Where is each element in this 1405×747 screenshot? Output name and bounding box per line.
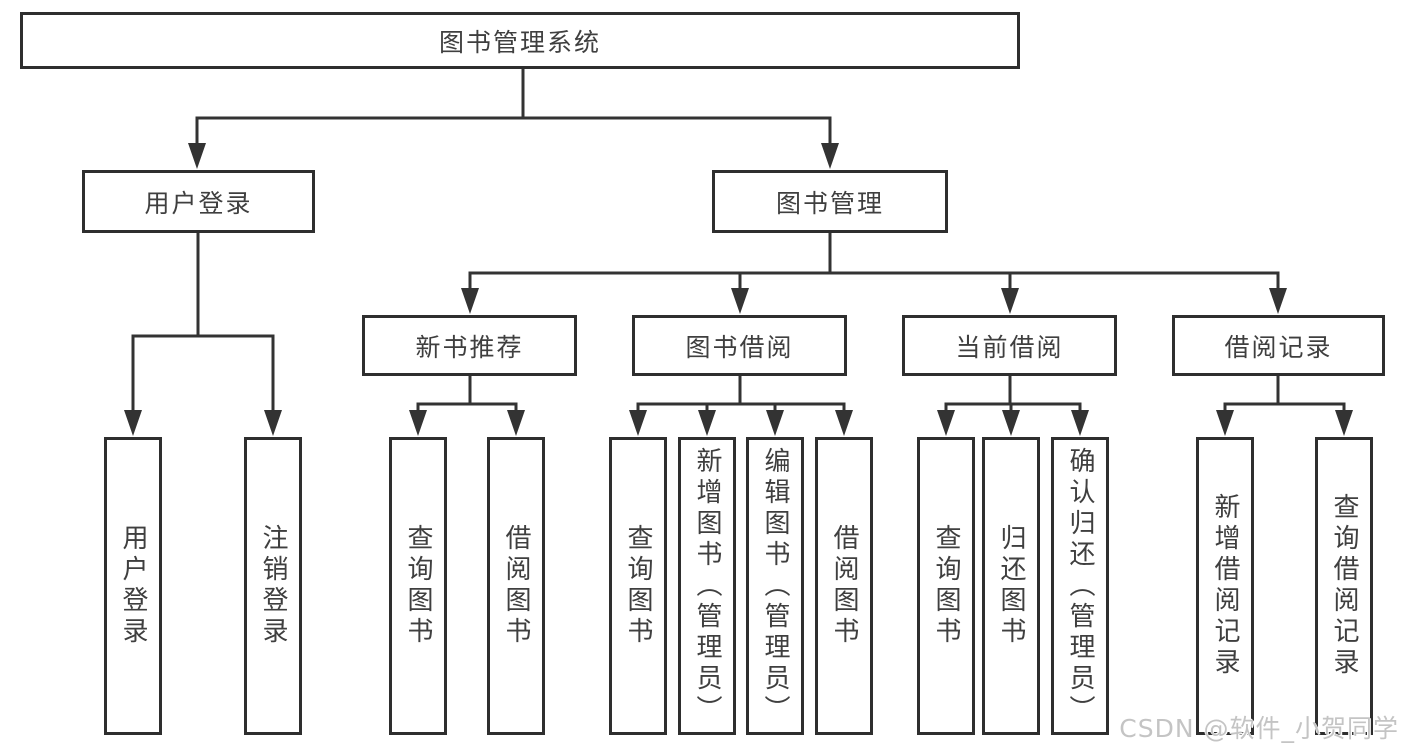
leaf-confirm-return-admin: 确认归还（管理员） [1051,437,1109,735]
node-label: 当前借阅 [955,332,1064,362]
leaf-label: 新增借阅记录 [1210,493,1240,679]
node-borrow-records: 借阅记录 [1172,315,1385,376]
leaf-query-books-recommend: 查询图书 [389,437,447,735]
node-label: 新书推荐 [415,332,524,362]
node-label: 图书管理系统 [438,27,601,57]
node-label: 图书借阅 [685,332,794,362]
leaf-edit-book-admin: 编辑图书（管理员） [746,437,804,735]
leaf-label: 注销登录 [258,524,288,648]
leaf-borrow-books-recommend: 借阅图书 [487,437,545,735]
leaf-borrow-books: 借阅图书 [815,437,873,735]
leaf-label: 查询图书 [403,524,433,648]
leaf-label: 编辑图书（管理员） [760,446,790,726]
node-user-login: 用户登录 [82,170,315,233]
node-new-book-recommend: 新书推荐 [362,315,577,376]
leaf-label: 新增图书（管理员） [692,446,722,726]
node-label: 用户登录 [144,188,253,218]
node-label: 借阅记录 [1224,332,1333,362]
leaf-label: 借阅图书 [501,524,531,648]
leaf-query-books-current: 查询图书 [917,437,975,735]
leaf-label: 确认归还（管理员） [1065,446,1095,726]
leaf-label: 查询图书 [623,524,653,648]
leaf-add-book-admin: 新增图书（管理员） [678,437,736,735]
leaf-label: 借阅图书 [829,524,859,648]
leaf-logout: 注销登录 [244,437,302,735]
leaf-label: 归还图书 [996,524,1026,648]
leaf-user-login: 用户登录 [104,437,162,735]
node-book-borrow: 图书借阅 [632,315,847,376]
leaf-query-borrow-record: 查询借阅记录 [1315,437,1373,735]
node-book-management: 图书管理 [712,170,948,233]
leaf-return-books: 归还图书 [982,437,1040,735]
csdn-watermark: CSDN @软件_小贺同学 [1119,714,1399,743]
leaf-query-books-borrow: 查询图书 [609,437,667,735]
leaf-add-borrow-record: 新增借阅记录 [1196,437,1254,735]
leaf-label: 用户登录 [118,524,148,648]
node-library-system-root: 图书管理系统 [20,12,1020,69]
node-current-borrow: 当前借阅 [902,315,1117,376]
node-label: 图书管理 [775,188,884,218]
leaf-label: 查询图书 [931,524,961,648]
leaf-label: 查询借阅记录 [1329,493,1359,679]
